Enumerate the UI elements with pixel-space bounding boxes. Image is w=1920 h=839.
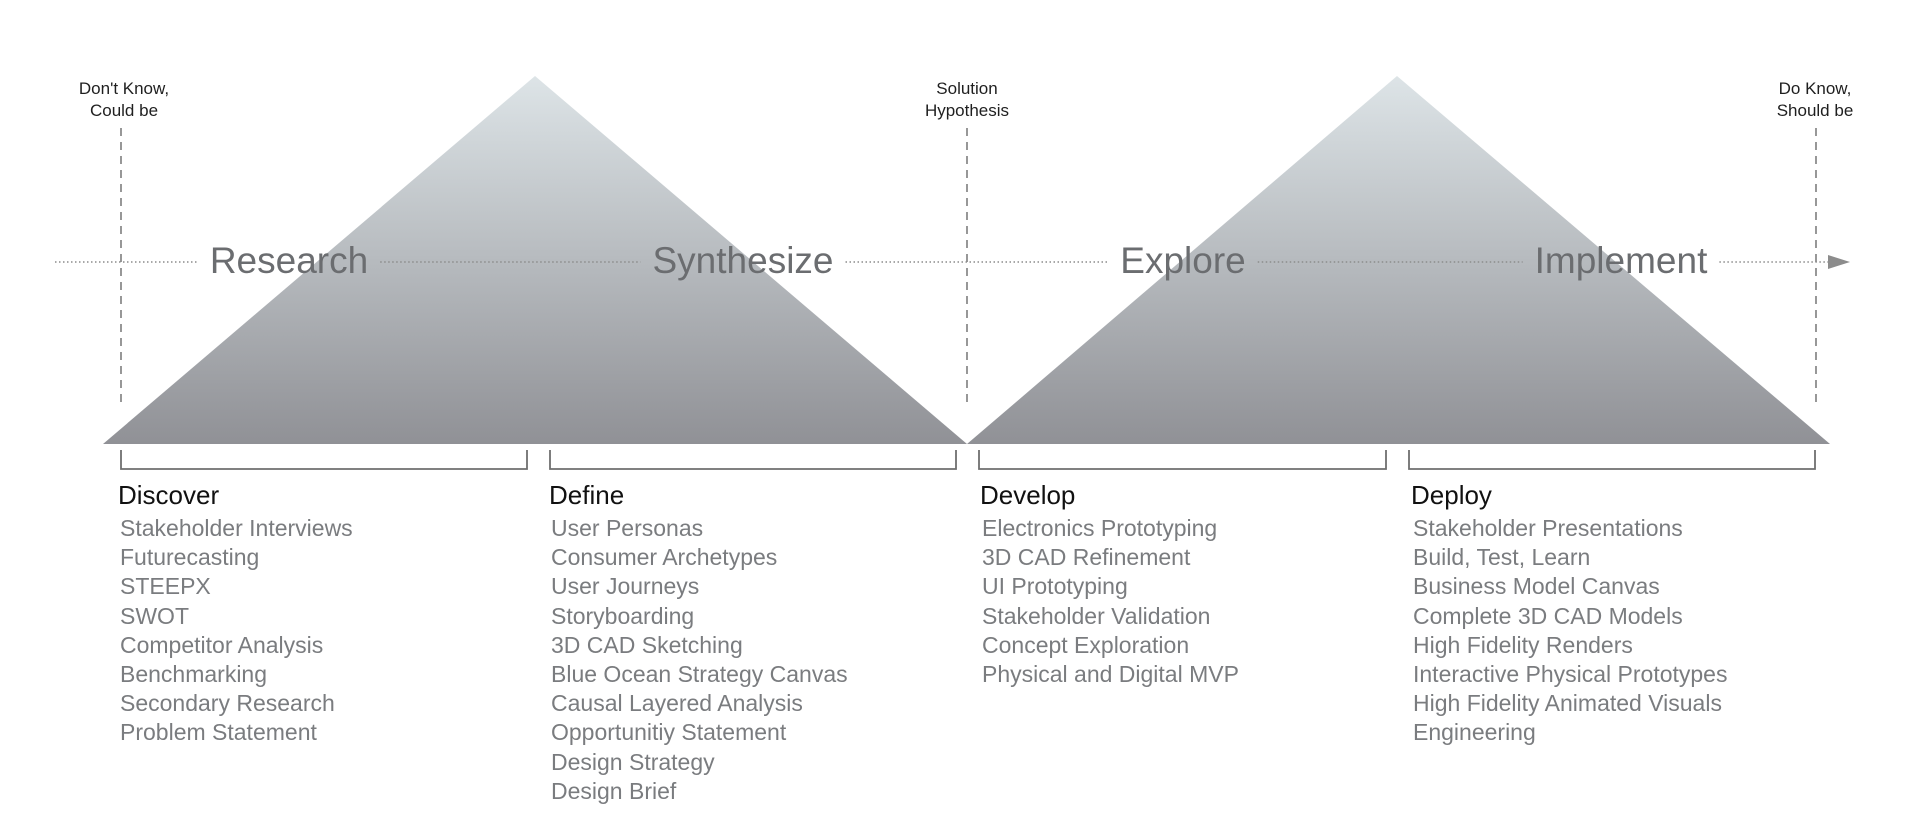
list-item: Stakeholder Interviews bbox=[120, 515, 353, 541]
phase-synthesize: Synthesize bbox=[652, 240, 834, 281]
list-item: Causal Layered Analysis bbox=[551, 690, 803, 717]
stage-define: Define User Personas Consumer Archetypes… bbox=[549, 478, 969, 806]
list-item: Concept Exploration bbox=[982, 631, 1190, 658]
bracket-define bbox=[549, 450, 957, 470]
list-item: Secondary Research bbox=[120, 690, 335, 717]
list-item: STEEPX bbox=[120, 573, 211, 600]
stage-title: Discover bbox=[118, 480, 220, 510]
list-item: Storyboarding bbox=[551, 602, 695, 629]
list-item: 3D CAD Sketching bbox=[551, 631, 743, 658]
marker-label-line: Should be bbox=[1776, 101, 1854, 120]
list-item: 3D CAD Refinement bbox=[982, 544, 1191, 571]
list-item: Interactive Physical Prototypes bbox=[1413, 661, 1728, 688]
marker-label-line: Solution bbox=[936, 79, 998, 98]
diamond-right-triangle bbox=[967, 76, 1830, 444]
stage-title: Define bbox=[549, 480, 625, 510]
list-item: Physical and Digital MVP bbox=[982, 661, 1239, 688]
bracket-deploy bbox=[1408, 450, 1816, 470]
list-item: Engineering bbox=[1413, 719, 1536, 746]
list-item: Design Strategy bbox=[551, 748, 715, 775]
phase-research: Research bbox=[209, 240, 369, 281]
list-item: Stakeholder Validation bbox=[982, 602, 1211, 629]
diamond-left-triangle bbox=[103, 76, 967, 444]
stage-discover: Discover Stakeholder Interviews Futureca… bbox=[118, 478, 538, 748]
list-item: Build, Test, Learn bbox=[1413, 544, 1591, 571]
list-item: High Fidelity Renders bbox=[1413, 631, 1633, 658]
list-item: Consumer Archetypes bbox=[551, 544, 778, 571]
list-item: Design Brief bbox=[551, 777, 677, 804]
list-item: User Personas bbox=[551, 515, 704, 541]
list-item: Competitor Analysis bbox=[120, 631, 324, 658]
list-item: UI Prototyping bbox=[982, 573, 1128, 600]
bracket-develop bbox=[978, 450, 1387, 470]
bracket-discover bbox=[120, 450, 528, 470]
marker-label-start: Don't Know, Could be bbox=[44, 78, 204, 122]
marker-label-line: Could be bbox=[89, 101, 159, 120]
stage-deploy: Deploy Stakeholder Presentations Build, … bbox=[1411, 478, 1831, 748]
stage-title: Deploy bbox=[1411, 480, 1492, 510]
list-item: Business Model Canvas bbox=[1413, 573, 1660, 600]
marker-label-end: Do Know, Should be bbox=[1735, 78, 1895, 122]
phase-explore: Explore bbox=[1120, 240, 1246, 281]
list-item: SWOT bbox=[120, 602, 189, 629]
marker-label-line: Do Know, bbox=[1778, 79, 1852, 98]
marker-label-line: Hypothesis bbox=[924, 101, 1010, 120]
list-item: Complete 3D CAD Models bbox=[1413, 602, 1683, 629]
list-item: Problem Statement bbox=[120, 719, 317, 746]
list-item: High Fidelity Animated Visuals bbox=[1413, 690, 1722, 717]
timeline-arrow-icon bbox=[1828, 255, 1850, 269]
stage-item-list: User Personas Consumer Archetypes User J… bbox=[549, 514, 969, 806]
marker-label-middle: Solution Hypothesis bbox=[887, 78, 1047, 122]
list-item: Futurecasting bbox=[120, 544, 260, 571]
list-item: Benchmarking bbox=[120, 661, 268, 688]
list-item: Blue Ocean Strategy Canvas bbox=[551, 661, 848, 688]
phase-implement: Implement bbox=[1534, 240, 1708, 281]
list-item: Stakeholder Presentations bbox=[1413, 515, 1683, 541]
stage-title: Develop bbox=[980, 480, 1076, 510]
list-item: Electronics Prototyping bbox=[982, 515, 1218, 541]
stage-item-list: Stakeholder Presentations Build, Test, L… bbox=[1411, 514, 1831, 748]
list-item: Opportunitiy Statement bbox=[551, 719, 787, 746]
list-item: User Journeys bbox=[551, 573, 700, 600]
stage-item-list: Electronics Prototyping 3D CAD Refinemen… bbox=[980, 514, 1400, 689]
stage-develop: Develop Electronics Prototyping 3D CAD R… bbox=[980, 478, 1400, 689]
stage-item-list: Stakeholder Interviews Futurecasting STE… bbox=[118, 514, 538, 748]
marker-label-line: Don't Know, bbox=[78, 79, 170, 98]
